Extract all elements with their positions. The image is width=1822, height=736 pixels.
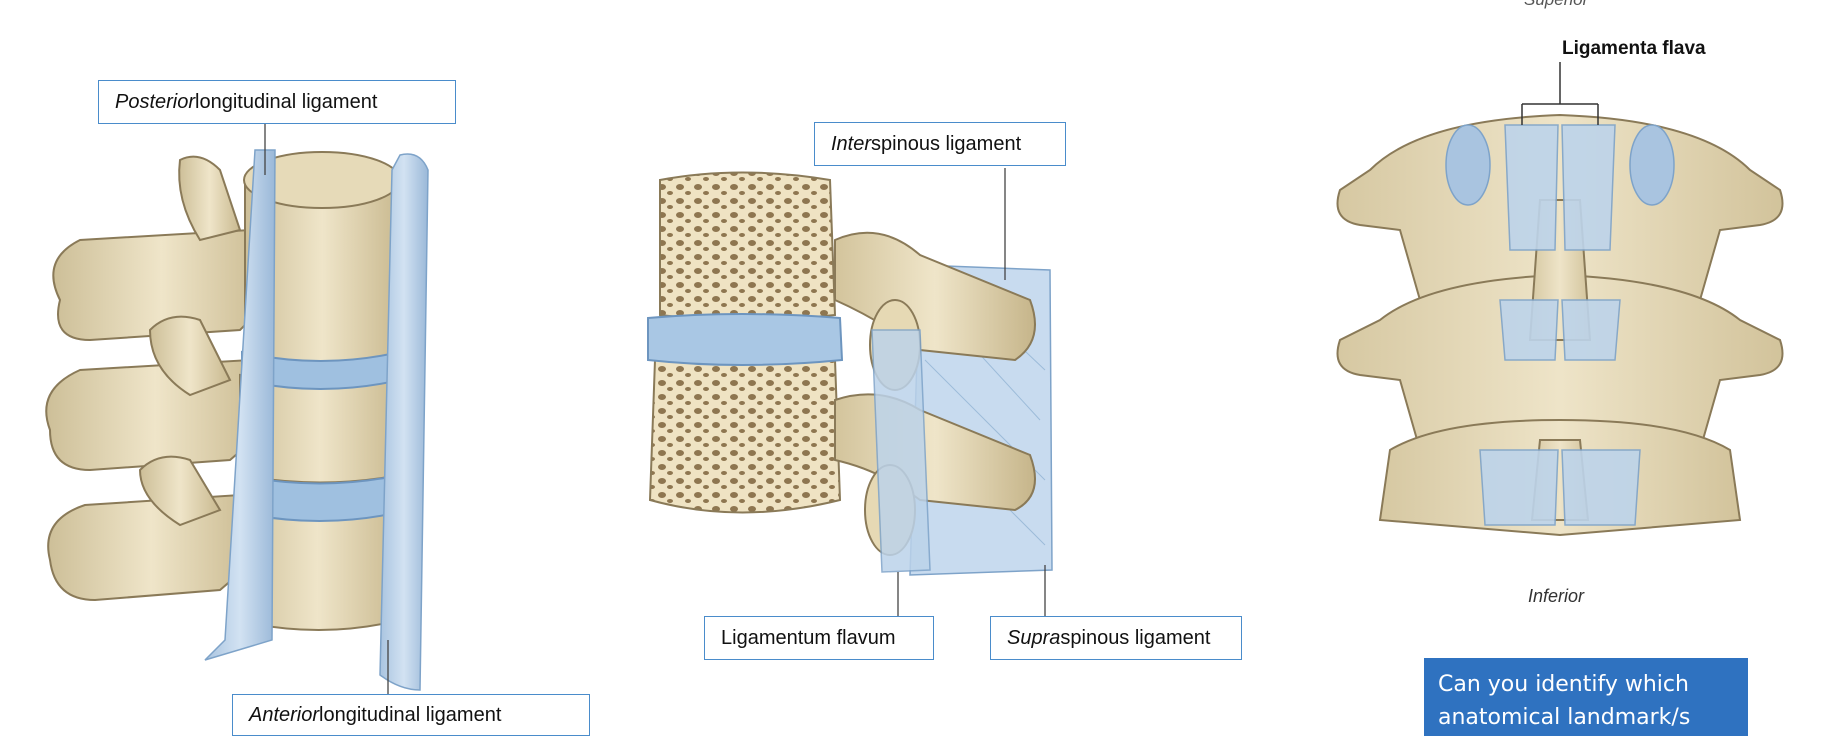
ligamentum-flavum-label: Ligamentum flavum	[704, 616, 934, 660]
anterior-longitudinal-ligament-strip	[379, 153, 429, 691]
vertebra-processes	[45, 155, 272, 602]
label-rest-part: longitudinal ligament	[319, 704, 502, 726]
inferior-label: Inferior	[1528, 586, 1585, 606]
upper-vertebral-body	[659, 171, 837, 321]
question-box: Can you identify which anatomical landma…	[1424, 658, 1748, 736]
question-line-2: anatomical landmark/s	[1438, 705, 1691, 730]
leader-lines	[264, 123, 389, 695]
ligamenta-flava-sheets	[1479, 124, 1641, 526]
vertebral-column-illustration	[45, 123, 429, 695]
posterior-longitudinal-ligament-label: Posterior longitudinal ligament	[98, 80, 456, 124]
anterior-longitudinal-ligament-label: Anterior longitudinal ligament	[232, 694, 590, 736]
leader-lines	[897, 168, 1046, 618]
question-line-1: Can you identify which	[1438, 672, 1689, 697]
label-italic-part: Inter	[831, 133, 872, 155]
label-rest-part: spinous ligament	[1060, 627, 1211, 649]
label-italic-part: Posterior	[115, 91, 196, 113]
label-italic-part: Anterior	[249, 704, 320, 726]
lower-vertebral-body	[648, 354, 842, 514]
vertebral-arches	[1336, 113, 1784, 537]
ligamenta-flava-label: Ligamenta flava	[1562, 38, 1706, 59]
label-rest-part: longitudinal ligament	[195, 91, 378, 113]
label-rest-part: spinous ligament	[871, 133, 1022, 155]
intervertebral-disc	[647, 313, 844, 366]
left-figure-panel	[0, 0, 640, 736]
superior-label: Superior	[1524, 0, 1588, 10]
posterior-vertebrae-illustration	[1336, 62, 1784, 537]
intervertebral-discs	[237, 350, 401, 522]
posterior-longitudinal-ligament-strip	[204, 149, 276, 661]
label-italic-part: Supra	[1007, 627, 1061, 649]
flava-bracket	[1521, 62, 1599, 125]
right-figure-panel	[1300, 0, 1822, 736]
ligamentum-flavum-strip	[871, 329, 931, 573]
sagittal-vertebrae-illustration	[647, 168, 1053, 618]
facet-joints	[1445, 124, 1675, 206]
middle-figure-panel	[620, 0, 1260, 736]
